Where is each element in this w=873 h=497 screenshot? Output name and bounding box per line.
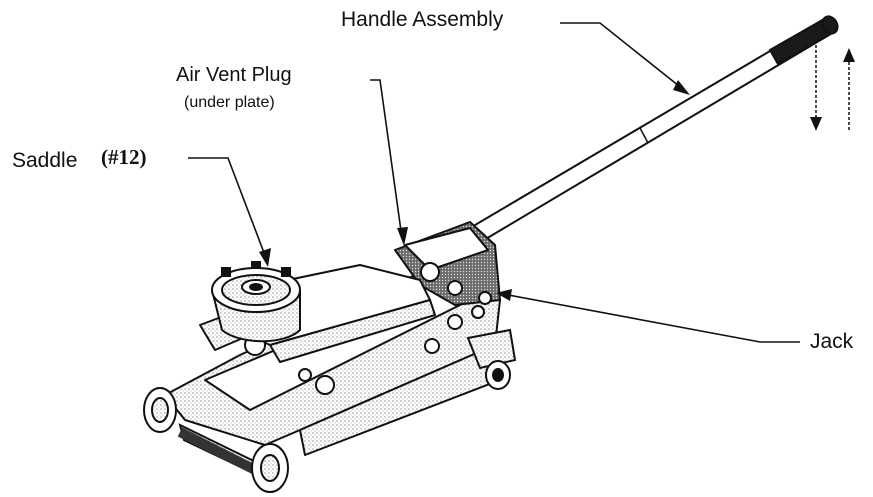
air-vent-plug-note: (under plate) [184,94,275,111]
handle-assembly-label: Handle Assembly [341,8,504,31]
jack-label: Jack [810,330,854,353]
motion-arrows [810,45,855,131]
saddle-label: Saddle [12,149,78,172]
saddle-part-number: (#12) [101,145,147,169]
air-vent-plug-label: Air Vent Plug [176,64,292,86]
front-wheels [143,387,289,493]
saddle [211,261,301,343]
rear-caster [466,328,517,390]
leader-lines [188,22,800,343]
handle [469,15,839,244]
